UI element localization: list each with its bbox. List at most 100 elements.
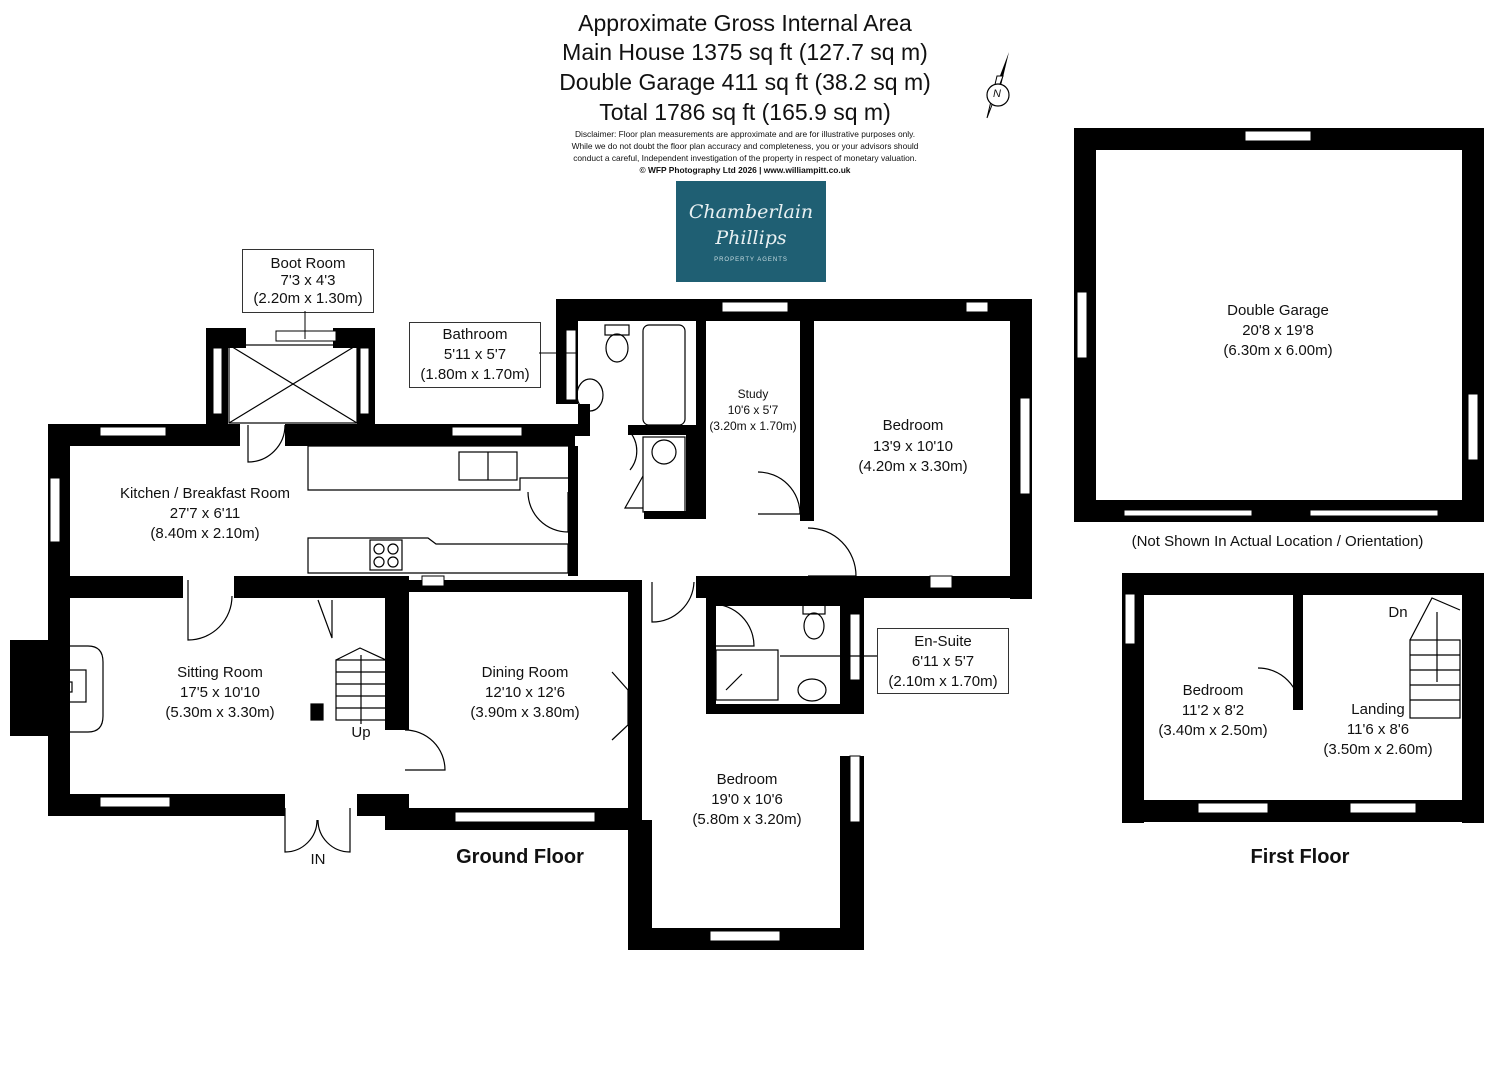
wall-segment — [556, 424, 582, 436]
window — [99, 426, 167, 437]
bedroom-1-imperial: 13'9 x 10'10 — [873, 438, 953, 455]
double-garage-imperial: 20'8 x 19'8 — [1242, 322, 1314, 339]
agent-logo: Chamberlain Phillips PROPERTY AGENTS — [676, 181, 826, 282]
door-swing — [1257, 667, 1301, 711]
en-suite-label-box — [877, 628, 1009, 694]
area-title: Approximate Gross Internal Area — [578, 10, 912, 36]
hob-ring — [373, 556, 385, 568]
wall-segment — [48, 576, 183, 598]
wall-segment — [644, 511, 706, 519]
main-house-area: Main House 1375 sq ft (127.7 sq m) — [562, 39, 928, 65]
stairs-up-label: Up — [351, 724, 371, 741]
window — [1467, 393, 1479, 461]
door-swing — [527, 491, 569, 533]
entrance-label: IN — [310, 851, 326, 868]
stair-winder — [1409, 597, 1461, 641]
kitchen-name: Kitchen / Breakfast Room — [119, 485, 291, 502]
door-swing — [651, 581, 695, 623]
wall-segment — [556, 299, 1032, 321]
window — [275, 330, 337, 342]
en-suite-name: En-Suite — [914, 633, 972, 650]
stairs-first — [1409, 639, 1461, 719]
boot-room-imperial: 7'3 x 4'3 — [280, 272, 336, 289]
hob-ring — [387, 556, 399, 568]
en-suite-toilet-cistern — [802, 603, 826, 615]
landing-metric: (3.50m x 2.60m) — [1323, 741, 1433, 758]
bedroom-1-name: Bedroom — [882, 417, 944, 434]
wall-segment — [206, 328, 246, 348]
wall-segment — [1293, 590, 1303, 710]
wall-segment — [385, 576, 409, 730]
wall-segment — [1462, 128, 1484, 522]
door-swing — [711, 603, 755, 647]
window — [1349, 802, 1417, 814]
bath — [642, 324, 686, 426]
wall-segment — [385, 580, 640, 592]
door-swing — [807, 527, 857, 577]
compass-icon — [986, 52, 1010, 119]
wall-segment — [285, 424, 575, 446]
window — [965, 301, 989, 313]
en-suite-imperial: 6'11 x 5'7 — [911, 653, 975, 670]
wall-segment — [696, 321, 706, 511]
fireplace-stove — [47, 669, 87, 703]
wall-segment — [800, 321, 814, 521]
door-swing — [404, 729, 446, 771]
bedroom-3-metric: (3.40m x 2.50m) — [1158, 722, 1268, 739]
cupboard — [642, 436, 686, 513]
window — [1076, 291, 1088, 359]
bathroom-basin — [576, 378, 604, 412]
bedroom-3-imperial: 11'2 x 8'2 — [1181, 702, 1245, 719]
window — [1244, 130, 1312, 142]
bedroom-3-name: Bedroom — [1182, 682, 1244, 699]
wall-segment — [706, 704, 864, 714]
window — [849, 613, 861, 681]
wall-segment — [628, 425, 698, 435]
first-floor-title: First Floor — [1250, 846, 1350, 868]
bathroom-name: Bathroom — [442, 326, 508, 343]
sitting-room-imperial: 17'5 x 10'10 — [180, 684, 260, 701]
en-suite-basin — [797, 678, 827, 702]
wall-segment — [333, 328, 375, 348]
front-door-swing — [284, 808, 318, 853]
window — [451, 426, 523, 437]
en-suite-metric: (2.10m x 1.70m) — [888, 673, 998, 690]
stairs-down-label: Dn — [1388, 604, 1408, 621]
window — [849, 755, 861, 823]
wall-segment — [706, 598, 716, 714]
wall-segment — [578, 404, 590, 436]
shower-tray-line — [725, 673, 743, 691]
window — [1309, 509, 1439, 517]
wall-segment — [1122, 573, 1484, 595]
bathroom-pointer — [539, 352, 577, 354]
compass-label: N — [993, 88, 1001, 100]
window — [721, 301, 789, 313]
dining-room-name: Dining Room — [481, 664, 569, 681]
bathroom-imperial: 5'11 x 5'7 — [443, 346, 507, 363]
stair-winder — [335, 647, 387, 661]
bedroom-2-name: Bedroom — [716, 771, 778, 788]
wall-segment — [628, 580, 642, 830]
door-swing — [317, 599, 333, 639]
window — [929, 575, 953, 589]
sitting-room-metric: (5.30m x 3.30m) — [165, 704, 275, 721]
window — [99, 796, 171, 808]
fixtures — [47, 324, 1461, 853]
wall-segment — [706, 598, 864, 606]
window — [421, 575, 445, 587]
bedroom-2-imperial: 19'0 x 10'6 — [711, 791, 783, 808]
en-suite-toilet — [803, 612, 825, 640]
window — [709, 930, 781, 942]
copyright: © WFP Photography Ltd 2026 | www.william… — [639, 165, 851, 175]
wall-segment — [1462, 573, 1484, 823]
bedroom-1-metric: (4.20m x 3.30m) — [858, 458, 968, 475]
dining-room-imperial: 12'10 x 12'6 — [485, 684, 565, 701]
door-swing — [629, 431, 638, 471]
window — [565, 329, 577, 401]
landing-imperial: 11'6 x 8'6 — [1346, 721, 1410, 738]
window — [1124, 593, 1136, 645]
windows — [49, 130, 1479, 942]
kitchen-worktop-bottom — [307, 537, 569, 574]
door-swing — [611, 671, 629, 741]
